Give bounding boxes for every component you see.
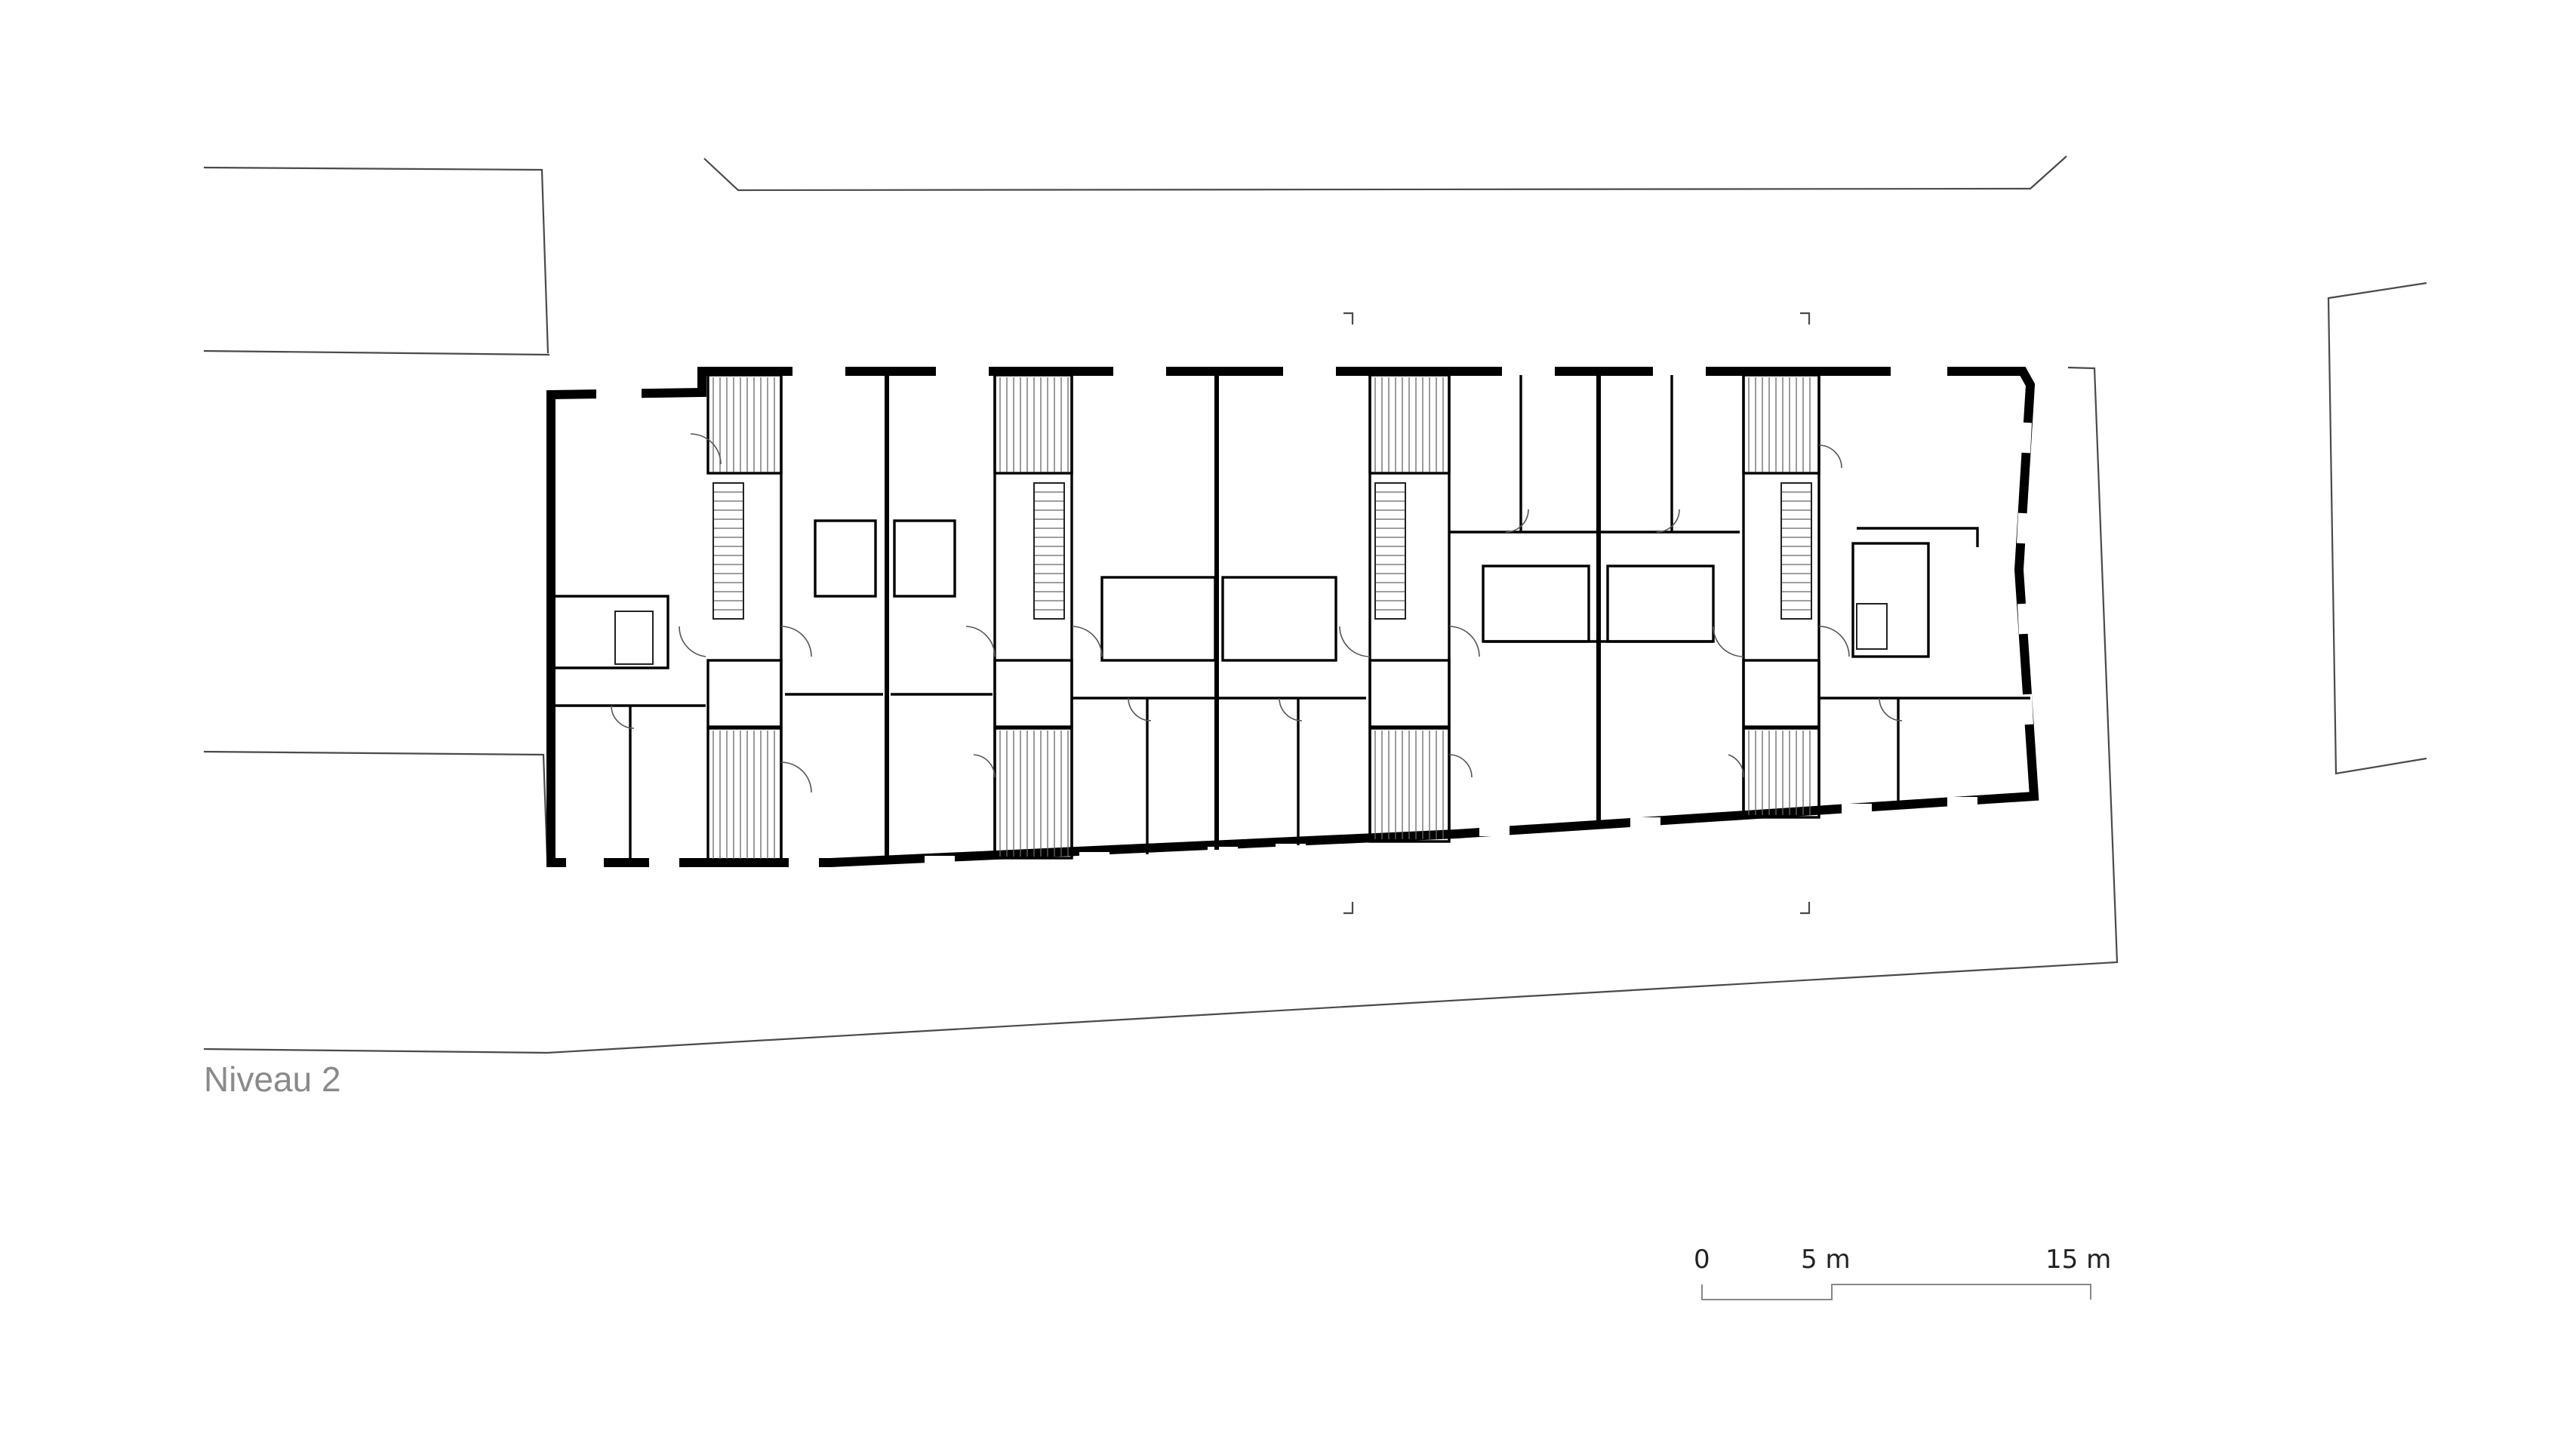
- neighbor-building-top: [703, 155, 2067, 192]
- stair-flight-outline: [1374, 482, 1406, 620]
- stair-core-1: [706, 374, 783, 862]
- windows-top: [596, 366, 1947, 399]
- scale-bar: 0 5 m 15 m: [1694, 1244, 2111, 1300]
- stair-flight-outline: [1780, 482, 1812, 620]
- section-marks: [1343, 312, 1811, 915]
- stair-flight-outline: [712, 482, 744, 620]
- stair-core-2: [993, 374, 1073, 860]
- windows-bottom: [566, 797, 1977, 868]
- scale-label-5m: 5 m: [1801, 1244, 1851, 1275]
- stair-treads: [712, 377, 1812, 859]
- party-walls: [780, 375, 1820, 860]
- neighbor-building-left-bottom: [203, 349, 550, 356]
- neighbor-building-right: [2327, 281, 2427, 775]
- door-swings: [611, 433, 1903, 793]
- interior-partitions: [555, 375, 2030, 860]
- level-label: Niveau 2: [204, 1060, 341, 1099]
- neighbor-building-left-top: [203, 166, 549, 354]
- site-boundary: [203, 366, 2119, 1054]
- building-outline: [546, 366, 2039, 868]
- stair-core-3: [1368, 374, 1451, 843]
- neighbor-building-left-lower: [203, 750, 549, 860]
- scale-label-0: 0: [1694, 1244, 1710, 1275]
- stair-cores: [706, 374, 1820, 862]
- exterior-wall: [546, 367, 2039, 867]
- scale-label-15m: 15 m: [2045, 1244, 2111, 1275]
- site-context: [203, 155, 2427, 1054]
- stair-flight-outline: [1033, 482, 1065, 620]
